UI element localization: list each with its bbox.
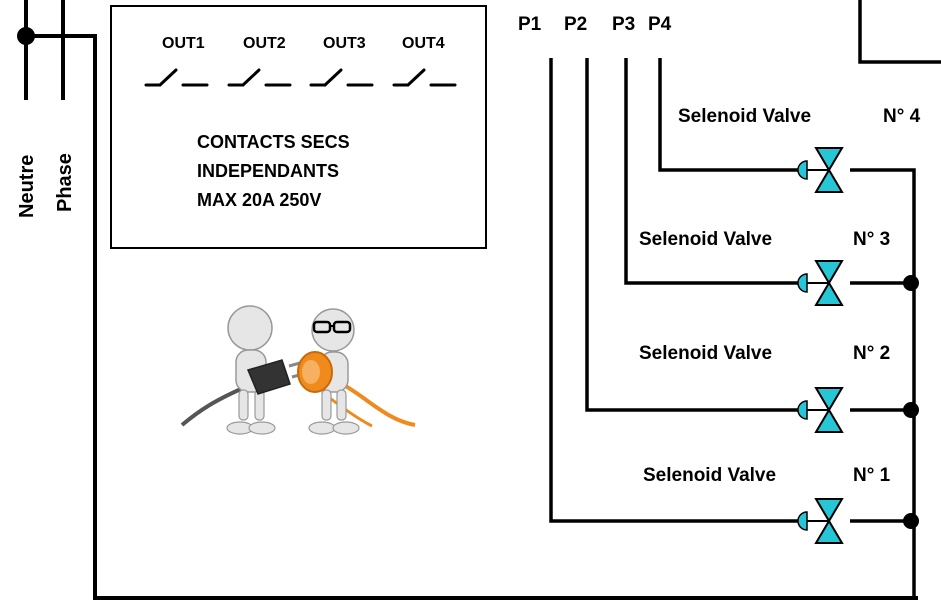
junction-dot-1	[903, 513, 919, 529]
solenoid-valve-1-icon	[797, 498, 844, 544]
junction-dot-2	[903, 402, 919, 418]
valve-1-label: Selenoid Valve	[643, 465, 776, 486]
pin-wire-1	[549, 58, 806, 523]
valve-1-number: N° 1	[853, 465, 891, 486]
pin-label-2: P2	[564, 14, 587, 35]
relay-description-line-2: INDEPENDANTS	[197, 161, 339, 181]
neutral-label: Neutre	[16, 155, 38, 218]
pin-wire-2	[585, 58, 806, 412]
solenoid-valve-2-icon	[797, 387, 844, 433]
valve-2-number: N° 2	[853, 343, 890, 364]
solenoid-valve-3-icon	[797, 260, 844, 306]
supply-junction-dot	[17, 27, 35, 45]
relay-description-line-1: CONTACTS SECS	[197, 132, 350, 152]
pin-label-1: P1	[518, 14, 542, 35]
relay-contact-1-icon	[144, 68, 209, 87]
pin-label-3: P3	[612, 14, 635, 35]
supply-wires	[24, 0, 918, 600]
output-label-1: OUT1	[162, 35, 205, 52]
relay-box	[110, 5, 487, 249]
valve-3-label: Selenoid Valve	[639, 229, 772, 250]
relay-contact-2-icon	[227, 68, 292, 87]
upper-right-box-edge	[858, 0, 941, 64]
output-label-2: OUT2	[243, 35, 286, 52]
relay-contact-3-icon	[309, 68, 374, 87]
common-return-wire	[26, 34, 918, 600]
valve-2-label: Selenoid Valve	[639, 343, 772, 364]
pin-wire-3	[624, 58, 806, 285]
pin-wire-4	[658, 58, 806, 172]
solenoid-valve-4-icon	[797, 147, 844, 193]
return-bus-wire	[850, 168, 916, 598]
phase-label: Phase	[54, 153, 76, 212]
pin-wires	[549, 58, 806, 523]
relay-description-line-3: MAX 20A 250V	[197, 190, 321, 210]
pin-label-4: P4	[648, 14, 672, 35]
relay-contact-4-icon	[392, 68, 457, 87]
output-label-4: OUT4	[402, 35, 445, 52]
junction-dot-3	[903, 275, 919, 291]
plug-and-socket-figures-icon	[180, 305, 416, 435]
valve-4-number: N° 4	[883, 106, 921, 127]
valve-4-label: Selenoid Valve	[678, 106, 811, 127]
output-label-3: OUT3	[323, 35, 366, 52]
valve-3-number: N° 3	[853, 229, 890, 250]
